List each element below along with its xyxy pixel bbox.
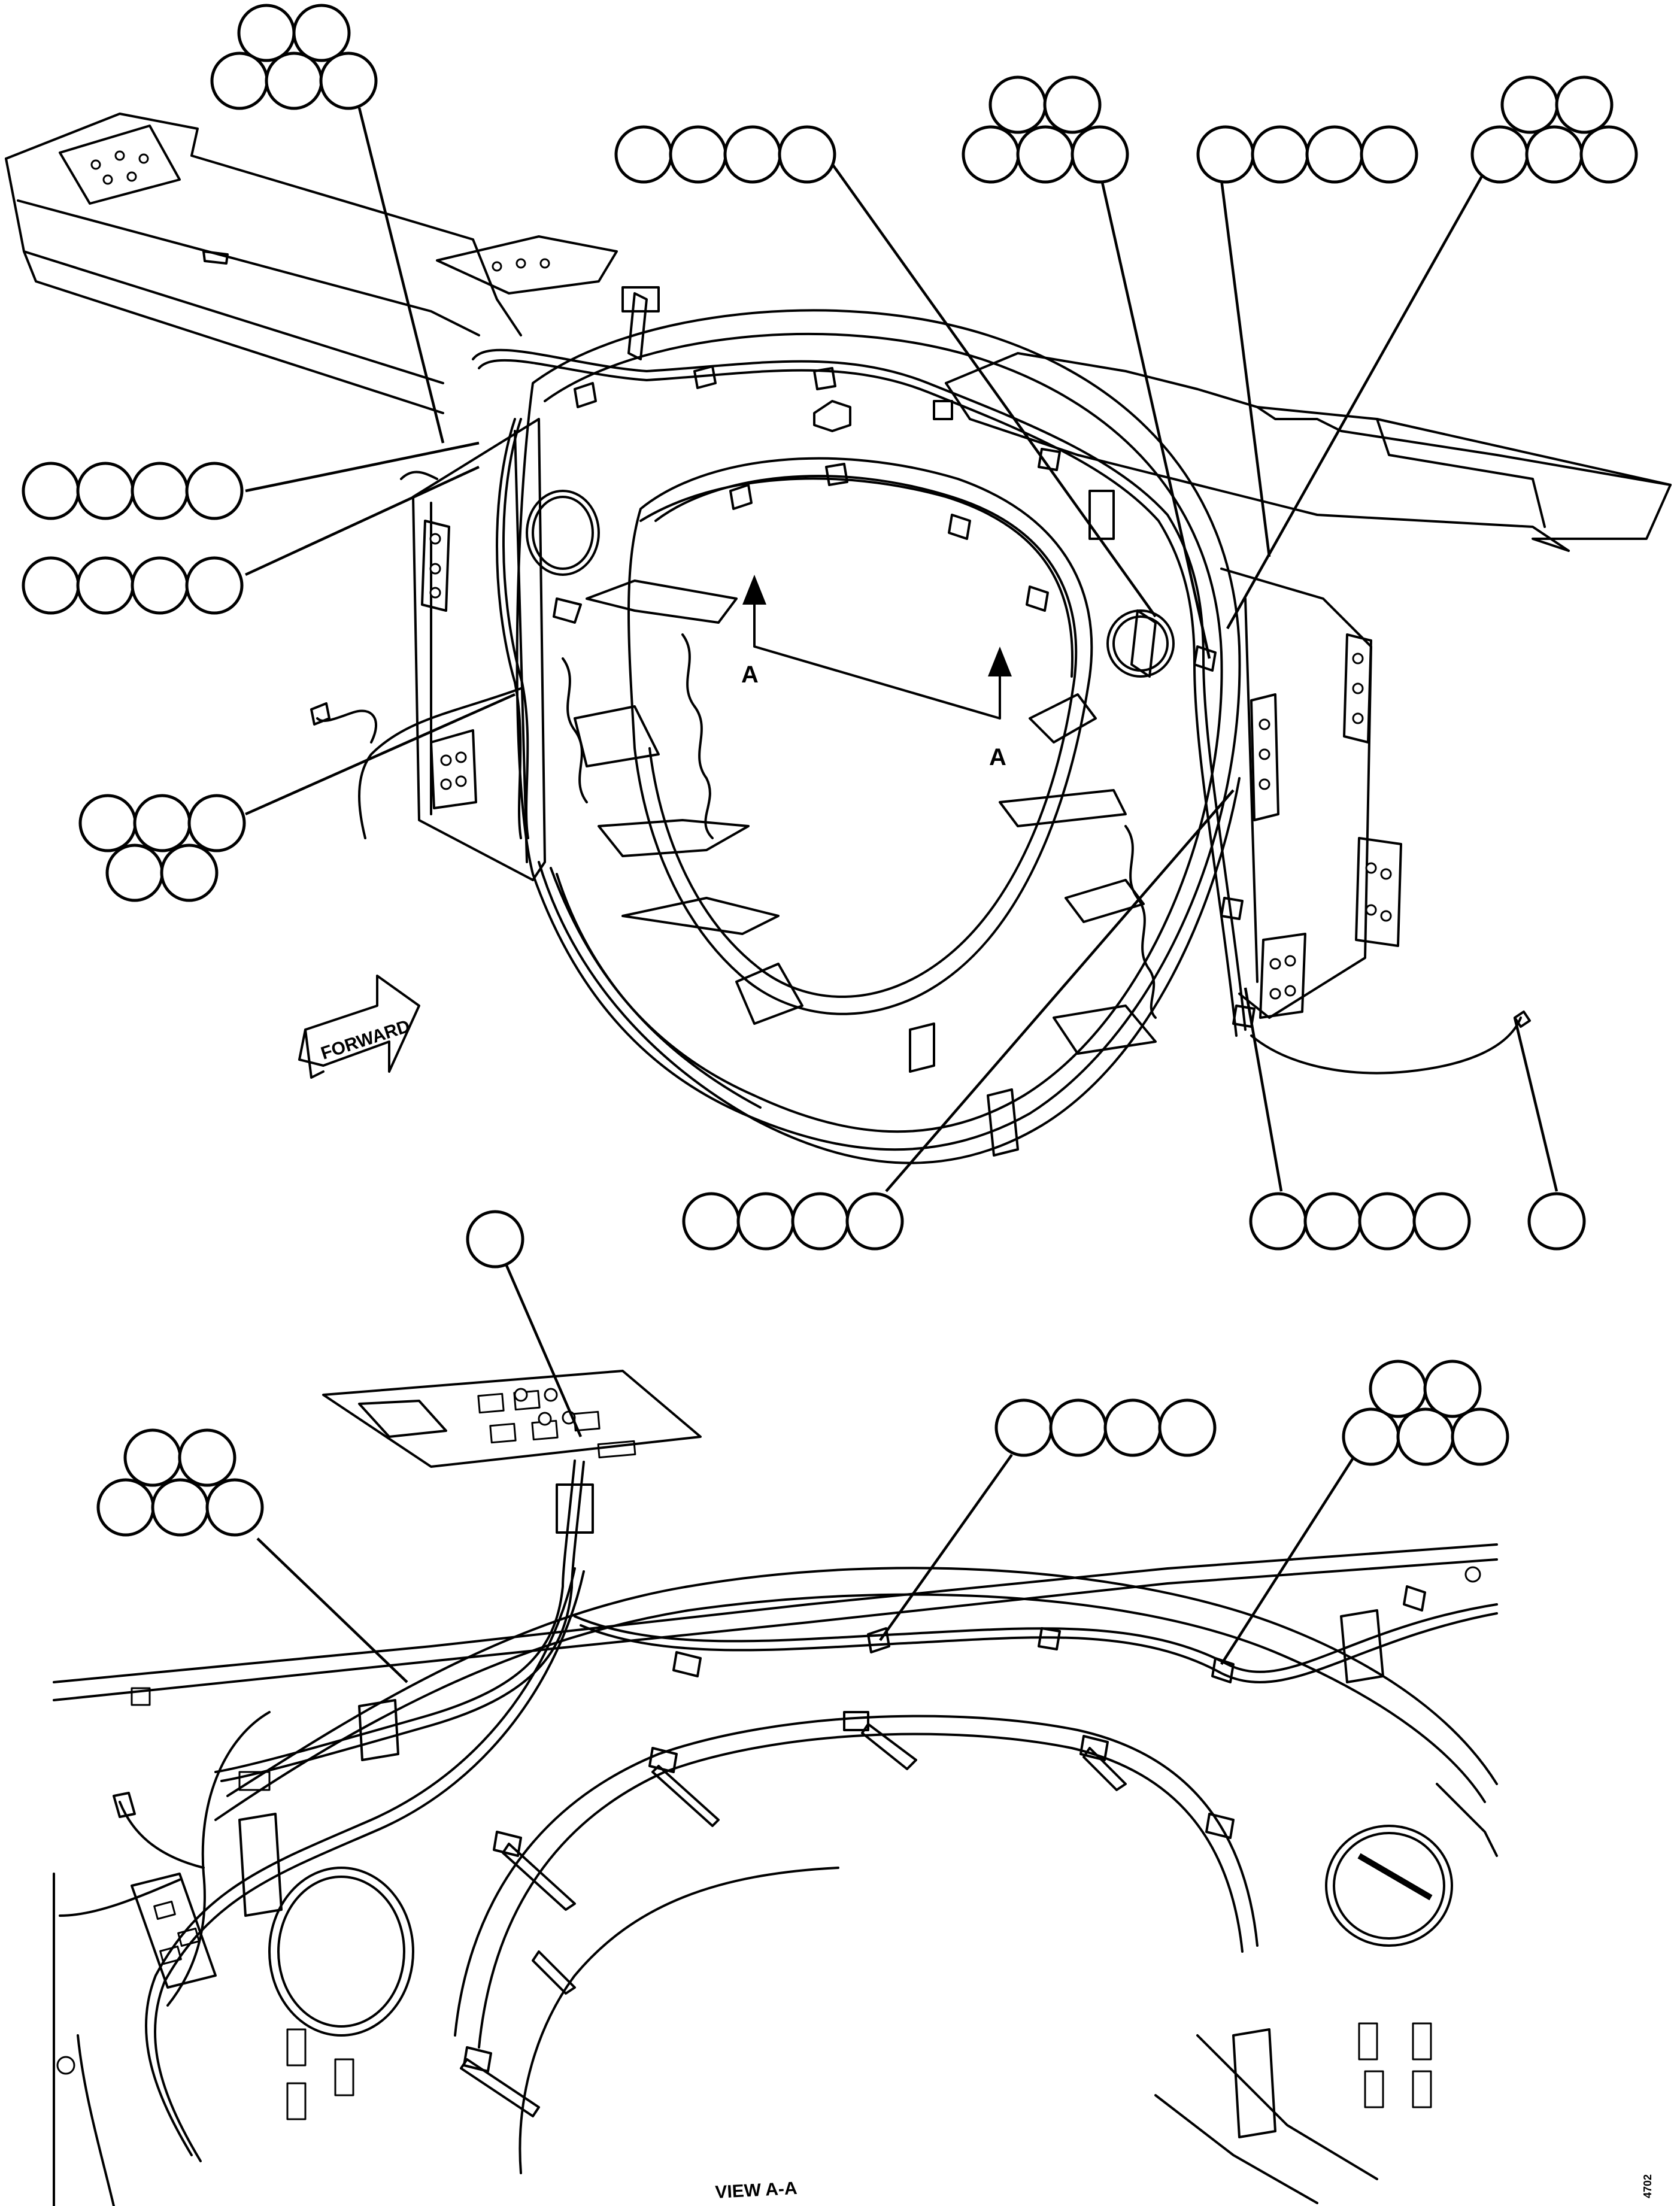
callout-group-left-5 xyxy=(78,794,246,902)
left-frame-beam xyxy=(5,113,618,414)
callout-group-bottom-right-4 xyxy=(1249,1192,1471,1251)
view-label: VIEW A-A xyxy=(715,2178,798,2202)
section-label-right: A xyxy=(989,744,1006,770)
section-marker-a-a: A A xyxy=(741,575,1012,770)
sheet-reference: 4702 xyxy=(1642,2174,1654,2198)
callout-group-upper-left-5 xyxy=(210,4,378,110)
upper-wiring-harness xyxy=(310,286,1531,1157)
callout-leaders xyxy=(245,107,1558,1683)
callout-group-left-4-b xyxy=(22,556,244,615)
forward-arrow: FORWARD xyxy=(298,975,420,1079)
callout-group-view-1 xyxy=(466,1210,524,1269)
callout-group-view-left-5 xyxy=(96,1428,264,1537)
callout-group-view-right-5 xyxy=(1342,1360,1509,1466)
upper-assembly-view: A A FORWARD xyxy=(5,113,1672,1164)
right-frame-beam xyxy=(945,352,1672,552)
callout-bubbles xyxy=(22,4,1638,1537)
connector-plate xyxy=(322,1370,702,1468)
forward-label: FORWARD xyxy=(319,1016,413,1064)
view-a-a: VIEW A-A 4702 xyxy=(53,1370,1654,2206)
callout-group-top-right-4 xyxy=(1196,125,1418,184)
callout-group-top-center-5 xyxy=(962,75,1129,184)
callout-group-bottom-center-4 xyxy=(682,1192,904,1251)
section-label-left: A xyxy=(741,662,759,688)
callout-group-left-4-a xyxy=(22,462,244,520)
callout-group-top-right-5 xyxy=(1470,75,1638,184)
view-wiring-harness xyxy=(59,1459,1498,2162)
callout-group-bottom-right-1 xyxy=(1527,1192,1586,1251)
callout-group-top-center-4 xyxy=(614,125,836,184)
callout-group-view-center-4 xyxy=(994,1398,1217,1457)
